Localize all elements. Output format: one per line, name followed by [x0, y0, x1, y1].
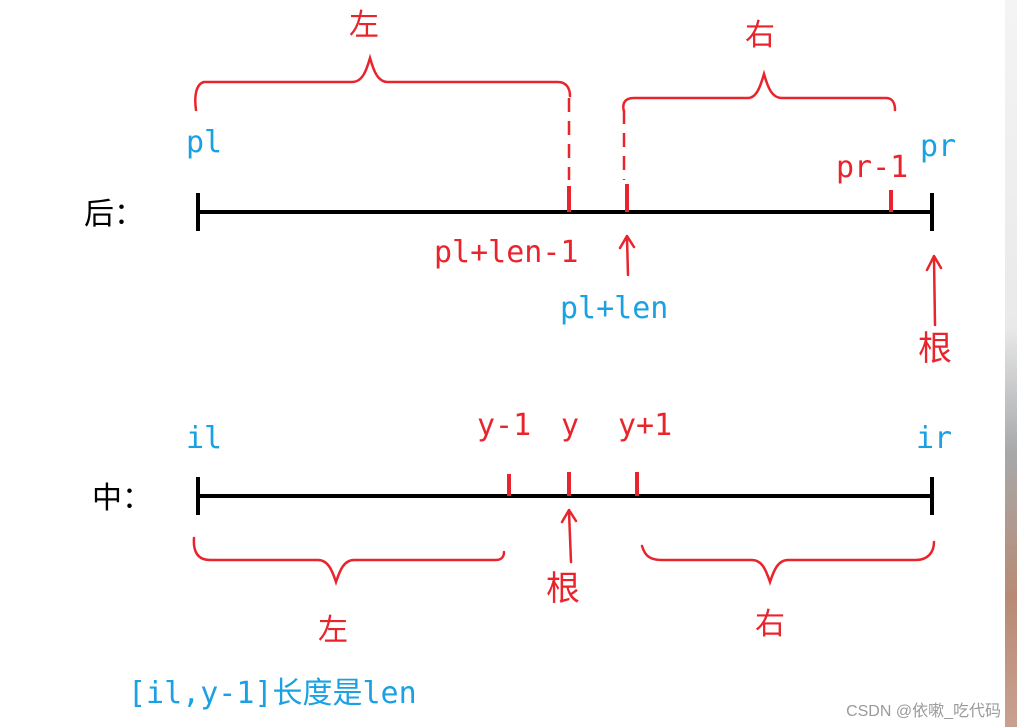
length-note: [il,y-1]长度是len: [128, 676, 417, 711]
label-pr: pr: [920, 129, 956, 164]
arrow-to-postorder-root: [927, 256, 941, 325]
label-pl: pl: [186, 125, 222, 160]
postorder-root-label: 根: [918, 329, 952, 369]
postorder-row-label: 后：: [84, 197, 144, 232]
inorder-root-label: 根: [546, 569, 580, 609]
label-pl-len: pl+len: [560, 291, 668, 326]
postorder-right-brace: [623, 74, 895, 112]
label-y: y: [561, 408, 579, 443]
postorder-left-brace: [195, 58, 570, 110]
label-pr-minus-1: pr-1: [836, 150, 908, 185]
inorder-left-brace: [194, 538, 504, 582]
arrow-to-pl-len: [620, 236, 634, 275]
inorder-right-brace: [642, 542, 934, 582]
inorder-right-brace-label: 右: [755, 607, 785, 642]
csdn-watermark: CSDN @依嗽_吃代码: [846, 702, 1001, 720]
label-ir: ir: [916, 421, 952, 456]
arrow-to-inorder-root: [562, 510, 576, 562]
label-y-plus-1: y+1: [618, 408, 672, 443]
inorder-left-brace-label: 左: [318, 613, 348, 648]
side-photo-strip: [1005, 0, 1017, 727]
label-pl-len-minus-1: pl+len-1: [434, 235, 579, 270]
postorder-right-brace-label: 右: [745, 18, 775, 53]
label-il: il: [186, 421, 222, 456]
label-y-minus-1: y-1: [477, 408, 531, 443]
postorder-left-brace-label: 左: [349, 8, 379, 43]
inorder-row-label: 中：: [92, 481, 152, 516]
